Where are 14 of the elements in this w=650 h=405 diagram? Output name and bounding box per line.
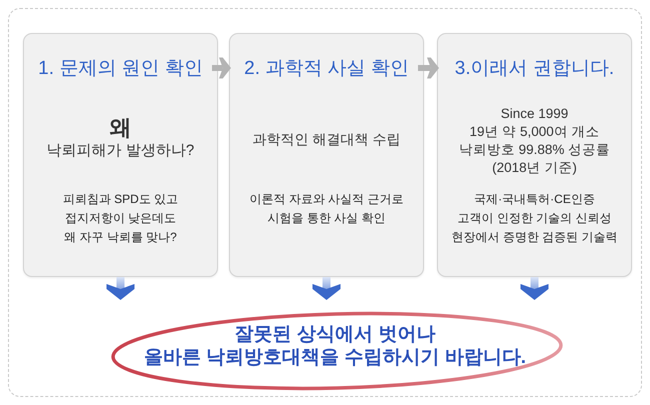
step-title: 2. 과학적 사실 확인 xyxy=(244,57,409,81)
step-title: 1. 문제의 원인 확인 xyxy=(38,57,203,81)
subheading-text: 낙뢰피해가 발생하나? xyxy=(46,141,194,161)
step-title: 3.이래서 권합니다. xyxy=(454,57,614,81)
conclusion-text: 잘못된 상식에서 벗어나 올바른 낙뢰방호대책을 수립하시기 바랍니다. xyxy=(144,323,526,369)
step-card xyxy=(437,33,632,277)
body-text: 피뢰침과 SPD도 있고 접지저항이 낮은데도 왜 자꾸 낙뢰를 맞나? xyxy=(62,191,178,246)
heading-text: 왜 xyxy=(110,115,132,141)
step-card xyxy=(23,33,218,277)
step-card xyxy=(229,33,424,277)
body-text: 국제·국내특허·CE인증 고객이 인정한 기술의 신뢰성 현장에서 증명한 검증된 기술력 xyxy=(452,191,618,246)
stats-text: Since 1999 19년 약 5,000여 개소 낙뢰방호 99.88% 성공률 (2018년 기준) xyxy=(458,105,610,177)
body-text: 이론적 자료와 사실적 근거로 시험을 통한 사실 확인 xyxy=(250,191,404,227)
subheading-text: 과학적인 해결대책 수립 xyxy=(252,130,400,149)
